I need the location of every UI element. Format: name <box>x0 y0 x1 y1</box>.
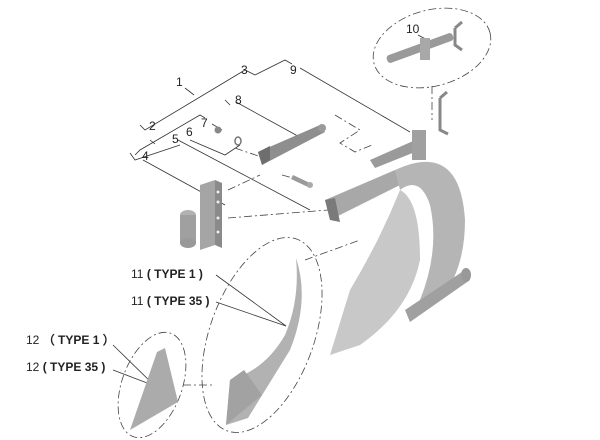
callout-12-type-35: 12 ( TYPE 35 ) <box>26 361 105 373</box>
callout-10: 10 <box>406 22 420 36</box>
part-7-nut <box>214 126 222 134</box>
part-9-frame-and-moldboard <box>325 90 471 355</box>
callout-11-type-35: 11 ( TYPE 35 ) <box>131 295 210 307</box>
callout-type: ( TYPE 35 ) <box>42 360 106 374</box>
callout-3: 3 <box>241 63 248 77</box>
callout-11-type-1: 11 ( TYPE 1 ) <box>131 268 203 280</box>
part-10-hitch-pin <box>386 20 463 63</box>
callout-4: 4 <box>142 149 149 163</box>
callout-9: 9 <box>290 63 297 77</box>
callout-1: 1 <box>176 75 183 89</box>
callout-5: 5 <box>172 132 179 146</box>
assembly-lines <box>117 7 492 439</box>
part-4-bracket <box>180 180 222 250</box>
leader-lines <box>112 34 438 387</box>
callout-type: ( TYPE 1 ) <box>146 267 203 281</box>
callout-number: 11 <box>131 267 144 281</box>
callout-6: 6 <box>186 125 193 139</box>
part-5-bolt <box>291 175 313 188</box>
callout-type: ( TYPE 35 ) <box>146 294 210 308</box>
callout-number: 12 <box>26 360 40 374</box>
callout-8: 8 <box>235 93 242 107</box>
callout-type: （ TYPE 1 ） <box>42 333 115 347</box>
callout-2: 2 <box>149 119 156 133</box>
part-6-washer <box>234 136 242 146</box>
part-12-point <box>130 348 178 430</box>
callout-12-type-1: 12 （ TYPE 1 ） <box>26 334 115 346</box>
callout-number: 12 <box>26 333 40 347</box>
callout-7: 7 <box>201 116 208 130</box>
callout-number: 11 <box>131 294 144 308</box>
part-8-bar <box>258 124 326 165</box>
